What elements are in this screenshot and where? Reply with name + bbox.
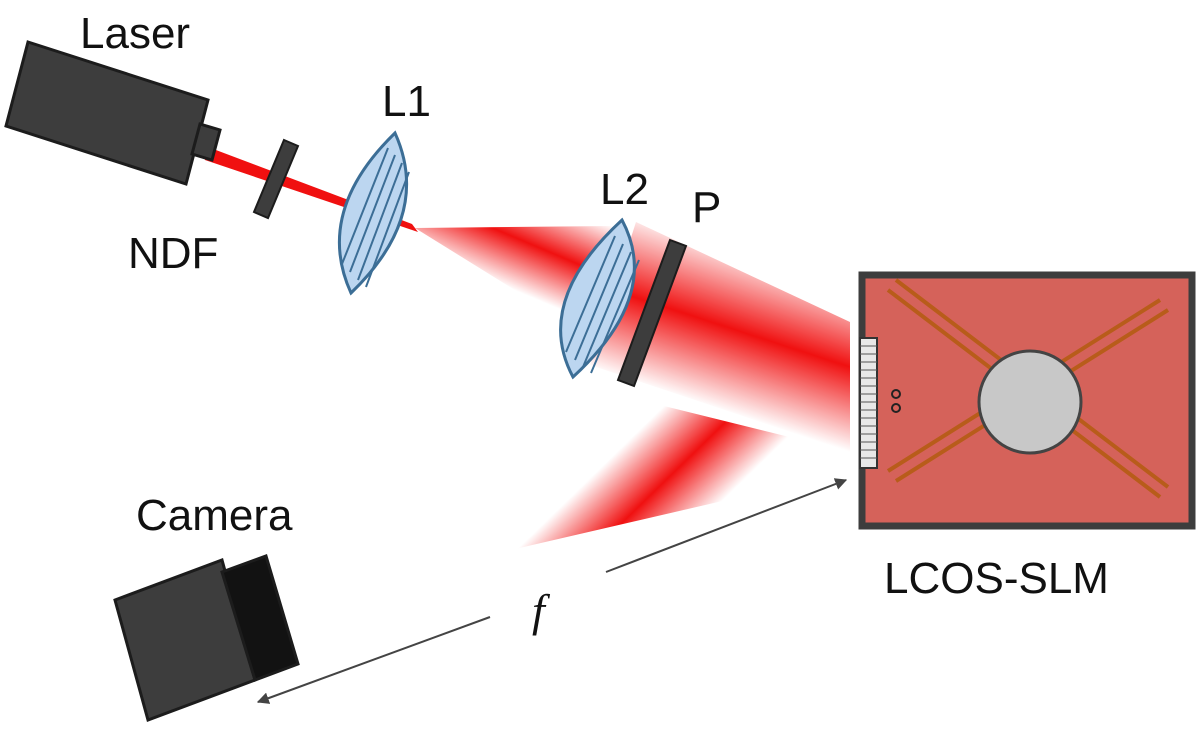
l2-label: L2 [600,165,649,214]
p-label: P [692,183,721,232]
spatial-light-modulator-icon [858,271,1196,530]
l2-lens-icon [559,217,640,380]
ndf-label: NDF [128,229,218,278]
expanding-beam [415,226,612,318]
reflected-beam [286,405,850,602]
focal-length-arrow [256,478,848,704]
focal-length-label: f [532,585,551,636]
l1-label: L1 [382,77,431,126]
camera-label: Camera [136,491,293,540]
laser-label: Laser [80,9,190,58]
neutral-density-filter-icon [252,138,300,220]
polarizer-icon [616,238,688,388]
laser-source-icon [4,40,222,186]
l1-lens-icon [337,130,410,296]
camera-icon [113,554,300,722]
slm-label: LCOS-SLM [884,554,1109,603]
beam-paths [200,144,850,602]
